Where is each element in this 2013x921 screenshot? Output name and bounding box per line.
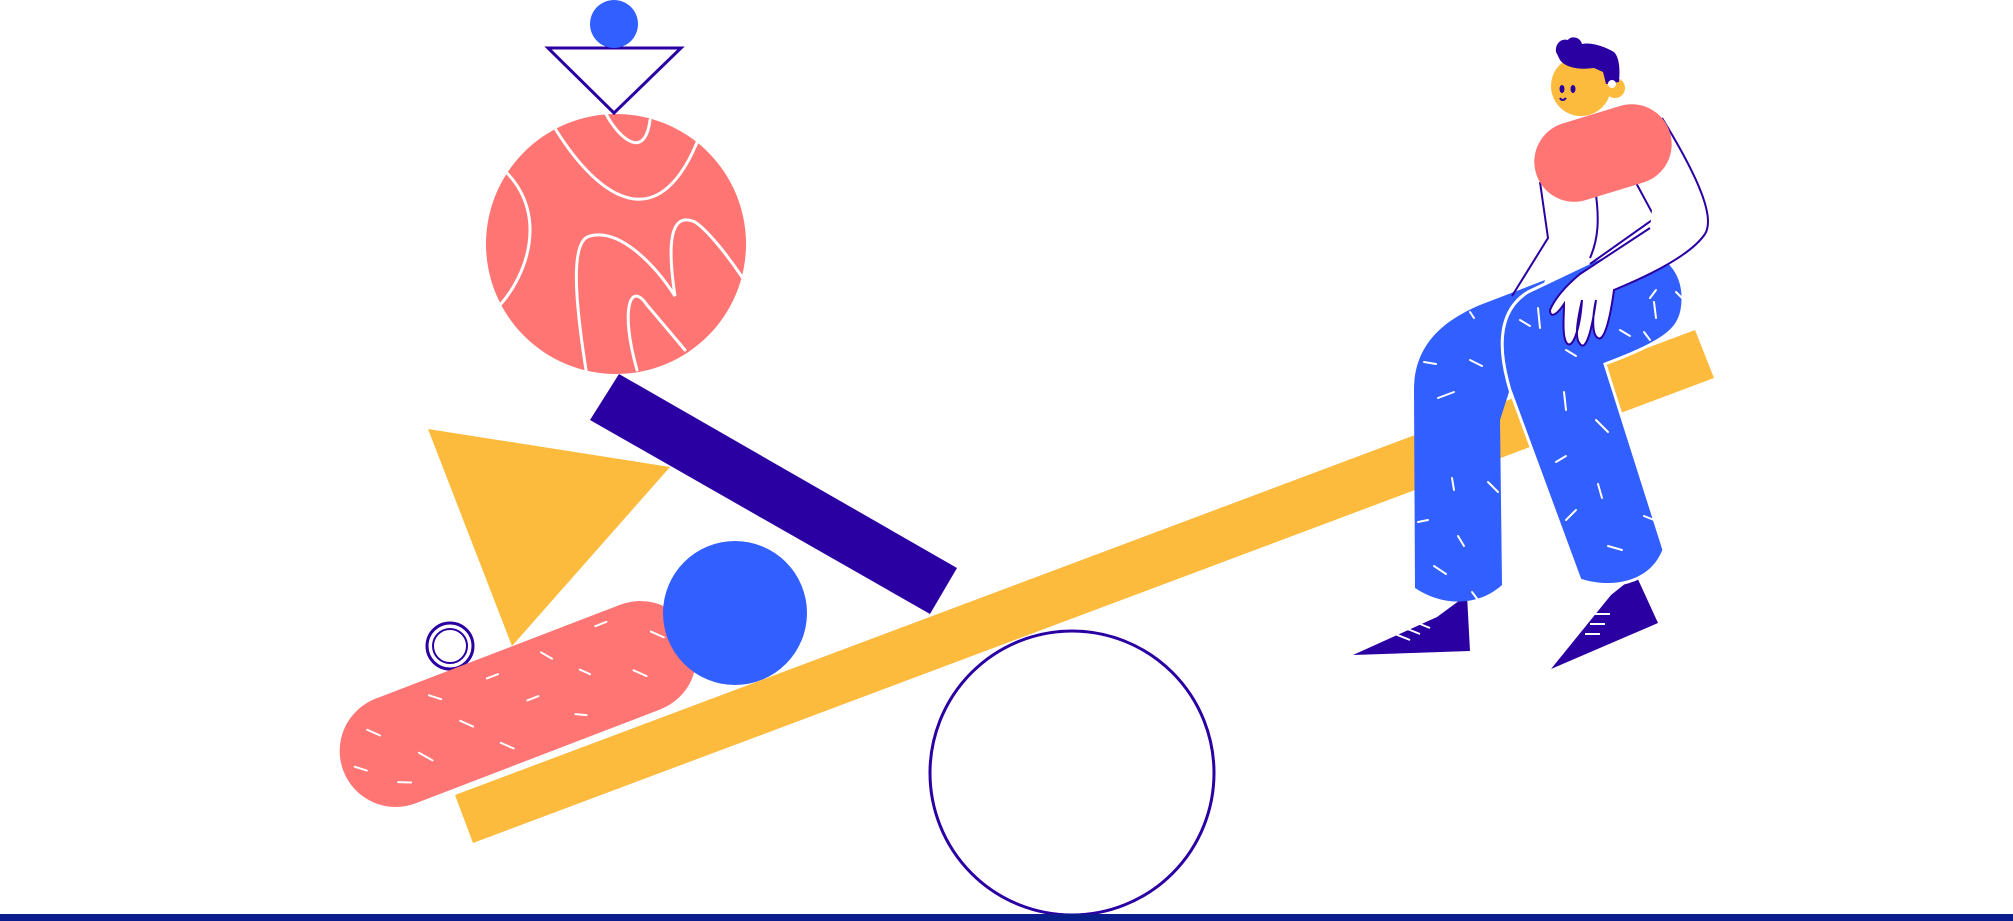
mustard-triangle	[428, 429, 670, 646]
smile	[1559, 97, 1567, 101]
coral-scarf	[1534, 104, 1672, 202]
right-shoe	[1551, 575, 1658, 669]
blue-ball-top	[590, 0, 638, 48]
hair	[1555, 37, 1620, 84]
back-arm	[1548, 117, 1709, 347]
seesaw-plank	[455, 330, 1714, 843]
left-eye	[1559, 85, 1565, 93]
coral-capsule	[339, 601, 697, 807]
person	[1353, 37, 1709, 669]
small-ring	[425, 621, 475, 671]
triangle-outline	[544, 46, 685, 116]
fulcrum-circle	[928, 629, 1216, 917]
blue-ball	[663, 541, 807, 685]
cheek	[1608, 80, 1616, 88]
head	[1551, 56, 1611, 116]
right-eye	[1570, 85, 1576, 93]
ground-line	[0, 914, 2013, 921]
right-leg	[1500, 247, 1685, 587]
coral-ball	[486, 112, 746, 374]
navy-bar	[590, 374, 957, 614]
left-shoe	[1353, 595, 1470, 655]
